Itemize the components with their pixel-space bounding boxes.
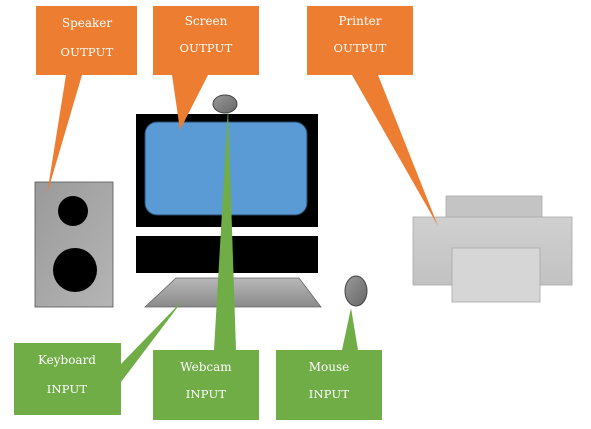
mouse-callout: Mouse INPUT [276,308,382,420]
speaker-callout-label: Speaker [62,16,113,30]
screen-callout-kind: OUTPUT [180,41,233,55]
keyboard-callout: Keyboard INPUT [14,300,183,415]
printer-callout-kind: OUTPUT [334,41,387,55]
speaker-callout: Speaker OUTPUT [36,6,137,194]
speaker-device [34,181,114,308]
screen-callout: Screen OUTPUT [153,6,259,130]
mouse-device [344,275,368,307]
webcam-callout: Webcam INPUT [153,108,259,420]
printer-callout-label: Printer [338,14,381,28]
webcam-callout-label: Webcam [180,360,232,374]
printer-callout: Printer OUTPUT [307,6,438,226]
keyboard-callout-label: Keyboard [38,353,96,367]
webcam-device [212,94,238,114]
screen-callout-label: Screen [185,14,228,28]
keyboard-callout-kind: INPUT [47,382,88,396]
speaker-tweeter [58,196,88,226]
printer-device [412,195,573,303]
webcam-callout-kind: INPUT [186,387,227,401]
mouse-callout-kind: INPUT [309,387,350,401]
mouse-callout-label: Mouse [309,360,350,374]
speaker-woofer [53,248,97,292]
speaker-callout-kind: OUTPUT [61,45,114,59]
